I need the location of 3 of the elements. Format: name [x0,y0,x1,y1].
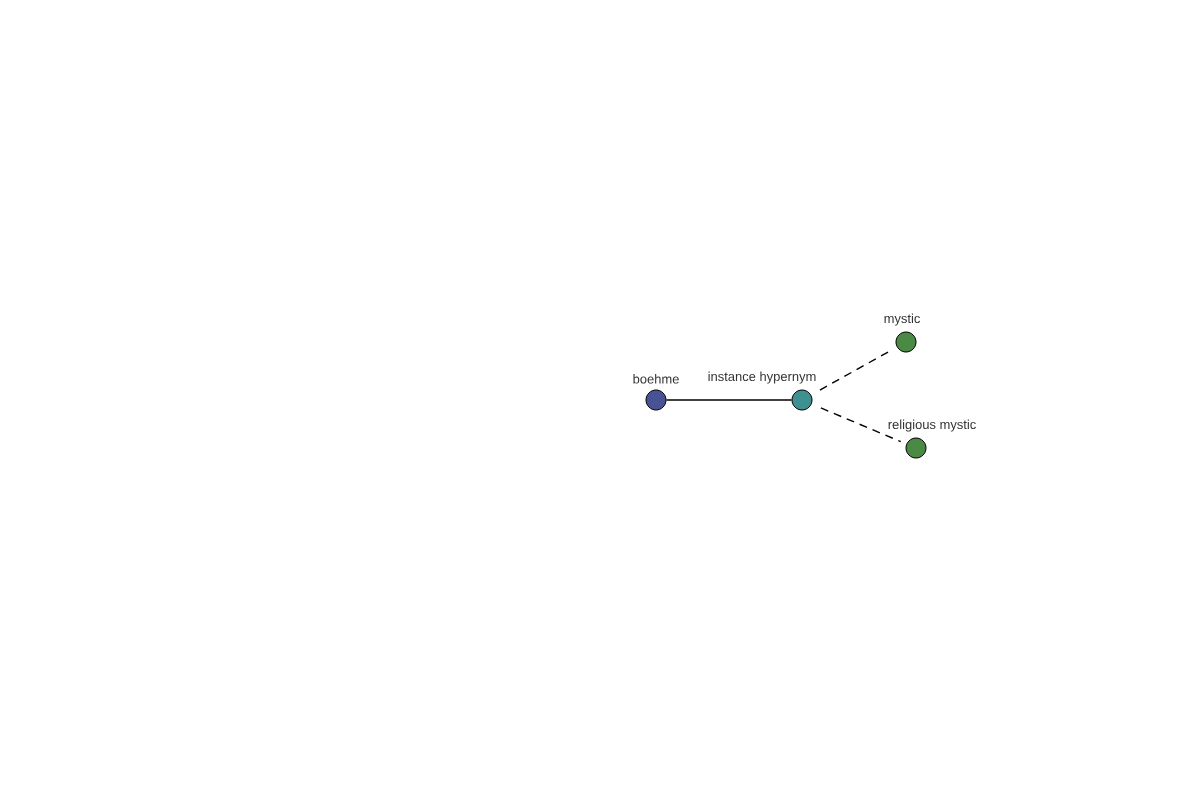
connector-line [820,407,902,443]
connector-line [819,349,893,391]
connector-line [665,399,793,401]
